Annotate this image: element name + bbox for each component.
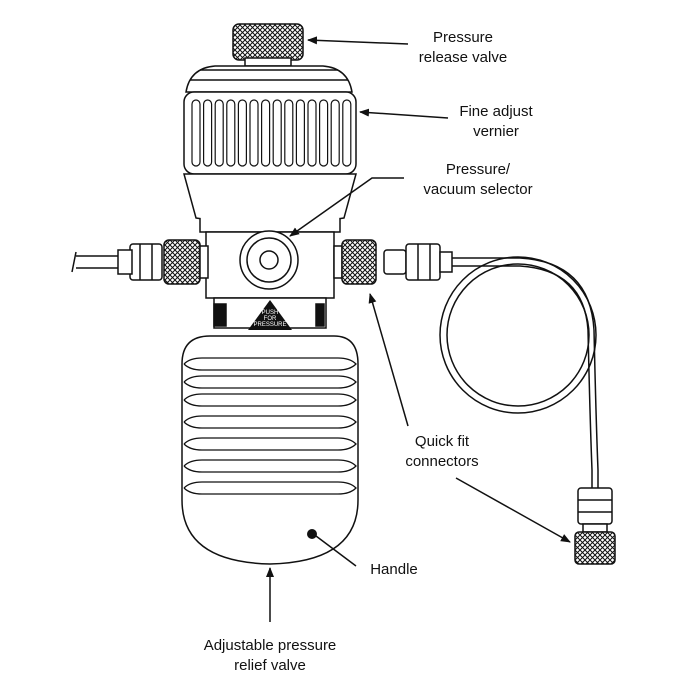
vernier-rib <box>272 99 282 167</box>
label-line: vernier <box>473 123 519 140</box>
right-quick-fit-connector <box>333 239 377 285</box>
grip-ring <box>183 357 357 371</box>
arrow-quick-fit-connector-upper <box>368 293 409 427</box>
vernier-rib <box>203 99 213 167</box>
arrow-fine-adjust-vernier <box>359 108 449 119</box>
vernier-rib <box>307 99 317 167</box>
grip-ring <box>183 459 357 473</box>
label-handle: Handle <box>354 560 434 580</box>
body-neck <box>183 173 357 233</box>
label-adjustable-pressure-relief-valve: Adjustable pressure relief valve <box>176 636 364 676</box>
hose-end-connector <box>574 487 616 565</box>
arrow-quick-fit-connector-lower <box>455 477 571 543</box>
push-for-pressure-plate: PUSH FOR PRESSURE <box>248 300 292 330</box>
label-line: Fine adjust <box>459 103 533 120</box>
arrow-pressure-vacuum-selector <box>289 177 404 237</box>
top-cap <box>185 65 353 93</box>
handle <box>181 335 359 565</box>
coiled-hose <box>439 256 599 488</box>
pressure-release-valve <box>232 23 304 67</box>
arrow-handle <box>315 535 357 567</box>
grip-ring <box>183 393 357 407</box>
vernier-rib <box>191 99 201 167</box>
label-line: connectors <box>405 453 479 470</box>
fine-adjust-vernier <box>183 91 357 175</box>
label-line: Quick fit <box>414 433 470 450</box>
grip-ring <box>183 375 357 389</box>
handle-callout-dot <box>307 529 317 539</box>
selector-plate-text: PUSH <box>262 310 279 316</box>
label-line: vacuum selector <box>423 181 533 198</box>
label-pressure-vacuum-selector: Pressure/ vacuum selector <box>398 160 558 200</box>
selector-plate-text: PRESSURE <box>253 322 286 328</box>
coiled-hose-assembly <box>383 243 453 281</box>
label-quick-fit-connectors: Quick fit connectors <box>386 432 498 472</box>
vernier-rib <box>319 99 329 167</box>
vernier-rib <box>237 99 247 167</box>
vernier-rib <box>295 99 305 167</box>
label-line: Pressure <box>432 29 494 46</box>
grip-ring <box>183 415 357 429</box>
label-line: relief valve <box>234 657 306 674</box>
vernier-rib <box>284 99 294 167</box>
left-hose <box>71 251 118 273</box>
vernier-rib <box>342 99 352 167</box>
label-pressure-release-valve: Pressure release valve <box>386 28 540 68</box>
grip-ring <box>183 481 357 495</box>
vernier-rib <box>261 99 271 167</box>
left-quick-fit-connector <box>117 239 209 285</box>
vernier-rib <box>249 99 259 167</box>
grip-ring <box>183 437 357 451</box>
pressure-vacuum-selector-knob <box>239 230 299 290</box>
label-fine-adjust-vernier: Fine adjust vernier <box>436 102 556 142</box>
vernier-rib <box>226 99 236 167</box>
label-line: Adjustable pressure <box>203 637 337 654</box>
label-line: release valve <box>418 49 508 66</box>
vernier-rib <box>214 99 224 167</box>
selector-plate-text: FOR <box>264 316 277 322</box>
label-line: Pressure/ <box>445 161 511 178</box>
vernier-rib <box>330 99 340 167</box>
label-line: Handle <box>370 561 418 578</box>
callout-arrows <box>266 36 571 622</box>
arrow-pressure-release-valve <box>307 36 409 45</box>
